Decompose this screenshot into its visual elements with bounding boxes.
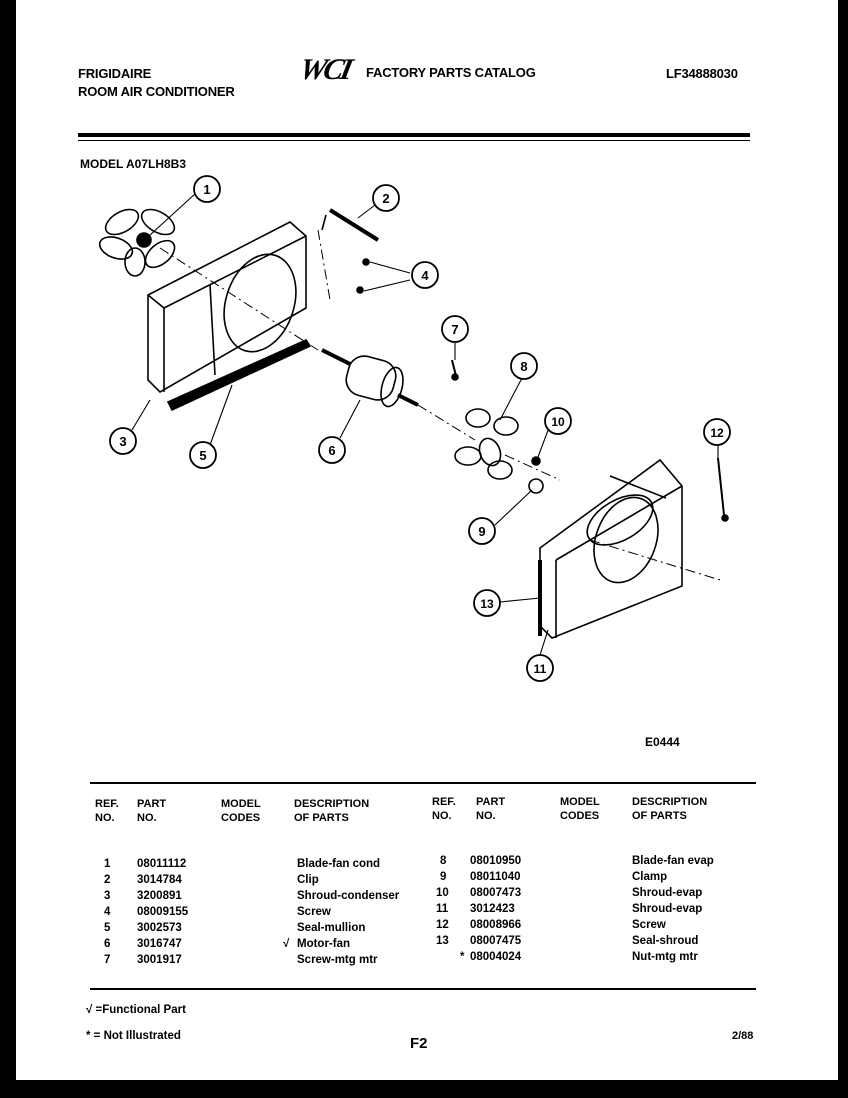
model-label: MODEL A07LH8B3 xyxy=(80,157,187,171)
header-rule-thin xyxy=(78,140,750,141)
clip-part xyxy=(321,208,380,242)
callout-circles xyxy=(109,175,731,682)
header-ref-right: REF.NO. xyxy=(432,796,456,822)
assembly-axis-lines xyxy=(159,229,721,581)
condenser-fan-blade xyxy=(98,208,176,277)
callout-9: 9 xyxy=(478,524,485,539)
callout-7: 7 xyxy=(451,322,458,337)
callout-1: 1 xyxy=(203,182,210,197)
table-bottom-rule xyxy=(90,988,756,990)
drawing-code: E0444 xyxy=(645,735,680,749)
callout-8: 8 xyxy=(520,359,527,374)
screw-part xyxy=(356,286,364,294)
header-ref: REF.NO. xyxy=(95,798,119,824)
shroud-screw xyxy=(717,457,729,522)
callout-12: 12 xyxy=(710,426,724,440)
product-line: ROOM AIR CONDITIONER xyxy=(78,84,235,99)
mullion-seal xyxy=(166,338,312,412)
callout-13: 13 xyxy=(480,597,494,611)
header-rule-thick xyxy=(78,133,750,137)
scan-border-bottom xyxy=(0,1080,848,1098)
evaporator-shroud xyxy=(539,458,683,639)
revision-date: 2/88 xyxy=(732,1030,754,1042)
callout-5: 5 xyxy=(199,448,206,463)
callout-2: 2 xyxy=(382,191,389,206)
callout-11: 11 xyxy=(534,662,547,676)
motor-mounting-screw xyxy=(451,359,459,381)
scan-border-right xyxy=(838,0,848,1098)
shroud-fastener xyxy=(531,456,541,466)
clamp-part xyxy=(528,478,544,494)
page-number: F2 xyxy=(410,1035,428,1052)
screw-part xyxy=(362,258,370,266)
table-top-rule xyxy=(90,782,756,784)
condenser-shroud xyxy=(147,221,307,393)
fan-motor xyxy=(321,348,419,408)
callout-6: 6 xyxy=(328,443,335,458)
catalog-title: FACTORY PARTS CATALOG xyxy=(366,65,536,80)
callout-10: 10 xyxy=(551,415,565,429)
functional-part-legend: √ =Functional Part xyxy=(86,1004,186,1016)
brand-name: FRIGIDAIRE xyxy=(78,66,152,81)
not-illustrated-legend: * = Not Illustrated xyxy=(86,1030,181,1042)
callout-3: 3 xyxy=(119,434,126,449)
callout-4: 4 xyxy=(421,268,429,283)
catalog-number: LF34888030 xyxy=(666,66,738,81)
scan-border-left xyxy=(0,0,16,1098)
evaporator-fan-blade xyxy=(454,408,519,480)
